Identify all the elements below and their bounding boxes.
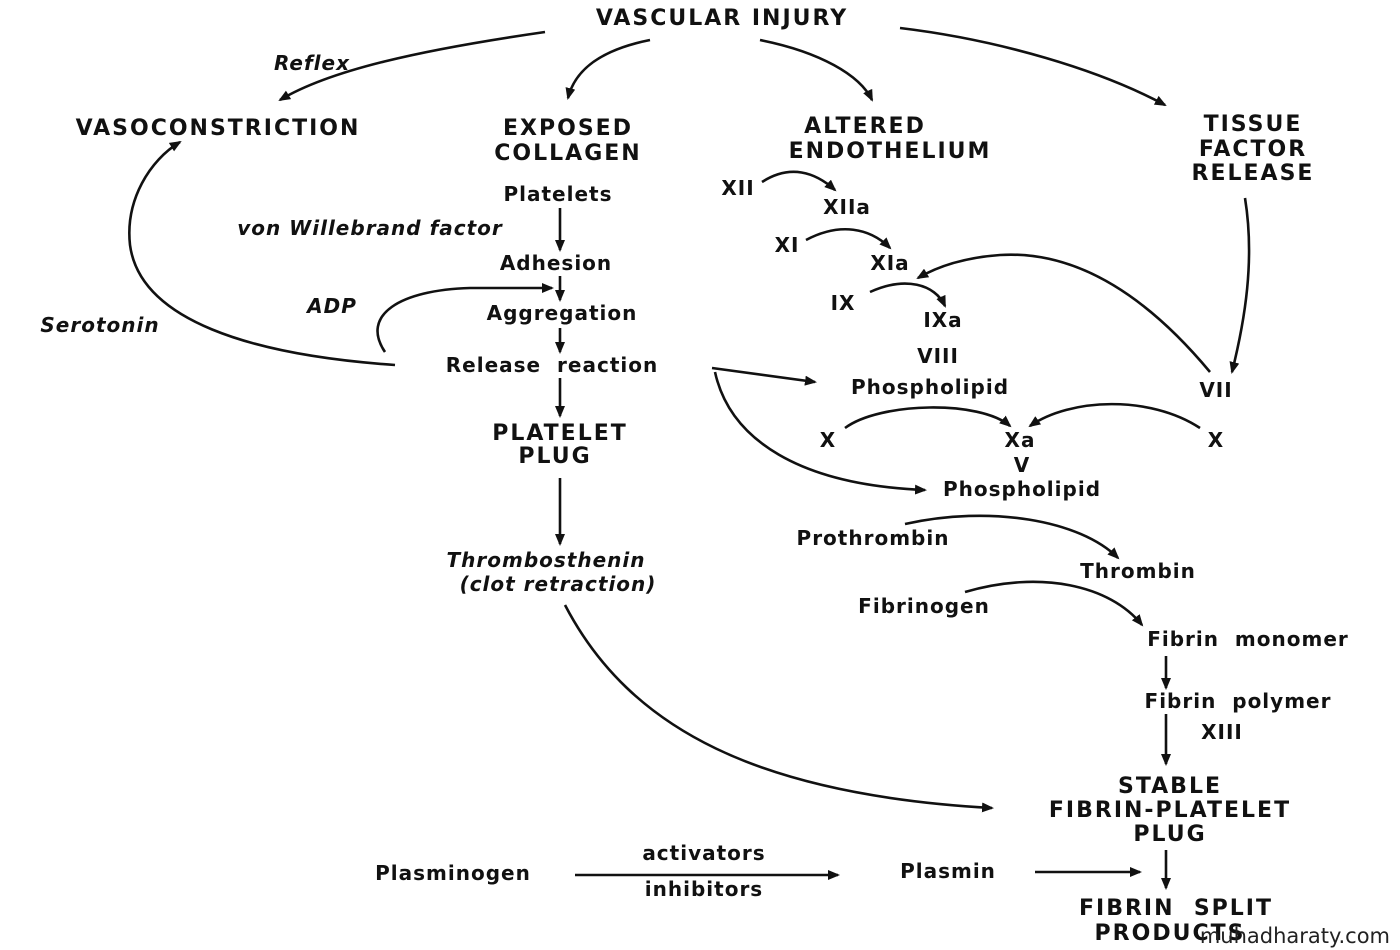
arrows: [128, 26, 1251, 890]
label-adhesion: Adhesion: [500, 251, 612, 275]
arrow-xi-to-xia: [805, 227, 892, 250]
label-plasmin: Plasmin: [900, 859, 996, 883]
label-tissue-factor-line3: RELEASE: [1192, 161, 1315, 186]
label-factor-ixa: IXa: [923, 308, 962, 332]
label-platelets: Platelets: [503, 182, 612, 206]
label-fibrin-split-line1: FIBRIN SPLIT: [1079, 896, 1273, 921]
arrow-release-to-phospholipid-1: [711, 366, 817, 386]
label-phospholipid-upper: Phospholipid: [851, 375, 1009, 399]
arrow-injury-to-endothelium: [759, 38, 874, 102]
label-thrombin: Thrombin: [1080, 559, 1196, 583]
label-factor-xia: XIa: [870, 251, 909, 275]
labels: VASCULAR INJURY Reflex VASOCONSTRICTION …: [40, 6, 1349, 946]
arrow-injury-to-tissue-factor: [899, 26, 1167, 107]
label-tissue-factor-line1: TISSUE: [1204, 112, 1303, 137]
label-factor-vii: VII: [1199, 378, 1232, 402]
arrow-ix-to-ixa: [869, 282, 947, 308]
label-factor-viii: VIII: [917, 344, 959, 368]
label-factor-x-left: X: [820, 428, 836, 452]
label-activators: activators: [642, 841, 765, 865]
label-inhibitors: inhibitors: [645, 877, 763, 901]
arrow-prothrombin-to-thrombin: [904, 514, 1120, 560]
label-factor-v: V: [1014, 453, 1030, 477]
label-factor-xii: XII: [721, 176, 754, 200]
arrow-release-to-phospholipid-2: [713, 371, 927, 495]
label-exposed-collagen-line1: EXPOSED: [503, 116, 633, 141]
label-aggregation: Aggregation: [487, 301, 638, 325]
label-fibrinogen: Fibrinogen: [858, 594, 990, 618]
label-tissue-factor-line2: FACTOR: [1199, 137, 1307, 162]
arrow-injury-to-collagen: [565, 38, 651, 100]
label-platelet-plug-line1: PLATELET: [492, 421, 628, 446]
label-factor-ix: IX: [831, 291, 856, 315]
label-stable-plug-line2: FIBRIN-PLATELET: [1049, 798, 1291, 823]
label-exposed-collagen-line2: COLLAGEN: [494, 141, 641, 166]
arrow-tissue-factor-to-vii: [1229, 197, 1251, 374]
arrow-vii-to-xia: [916, 253, 1211, 373]
label-prothrombin: Prothrombin: [797, 526, 950, 550]
label-factor-xiia: XIIa: [823, 195, 871, 219]
watermark: muhadharaty.com: [1200, 924, 1390, 948]
label-fibrin-monomer: Fibrin monomer: [1147, 627, 1349, 651]
label-platelet-plug-line2: PLUG: [518, 444, 591, 469]
arrow-injury-to-vasoconstriction: [278, 30, 546, 102]
arrow-adp-feedback: [376, 283, 554, 353]
arrow-x-right-to-xa: [1028, 402, 1201, 430]
arrow-serotonin-feedback: [128, 140, 396, 367]
label-vascular-injury: VASCULAR INJURY: [596, 6, 848, 31]
label-vasoconstriction: VASOCONSTRICTION: [76, 116, 361, 141]
arrow-xii-to-xiia: [761, 170, 837, 192]
label-factor-xi: XI: [775, 233, 800, 257]
label-reflex: Reflex: [274, 51, 350, 75]
label-stable-plug-line3: PLUG: [1133, 822, 1206, 847]
label-factor-xa: Xa: [1005, 428, 1036, 452]
label-altered-endothelium-line1: ALTERED: [804, 114, 926, 139]
label-clot-retraction: (clot retraction): [460, 572, 657, 596]
label-serotonin: Serotonin: [40, 313, 159, 337]
label-adp: ADP: [305, 294, 357, 318]
label-von-willebrand-factor: von Willebrand factor: [237, 216, 503, 240]
label-plasminogen: Plasminogen: [375, 861, 531, 885]
arrow-fibrinogen-to-monomer: [964, 580, 1144, 627]
label-fibrin-polymer: Fibrin polymer: [1145, 689, 1332, 713]
label-factor-xiii: XIII: [1201, 720, 1243, 744]
label-stable-plug-line1: STABLE: [1118, 774, 1222, 799]
label-factor-x-right: X: [1208, 428, 1224, 452]
label-altered-endothelium-line2: ENDOTHELIUM: [789, 139, 992, 164]
label-phospholipid-lower: Phospholipid: [943, 477, 1101, 501]
label-thrombosthenin: Thrombosthenin: [447, 548, 646, 572]
arrow-thrombosthenin-to-stable: [563, 604, 994, 813]
arrow-x-left-to-xa: [844, 406, 1012, 430]
label-fibrin-split-line2: PRODUCTS: [1095, 921, 1246, 946]
label-release-reaction: Release reaction: [446, 353, 658, 377]
